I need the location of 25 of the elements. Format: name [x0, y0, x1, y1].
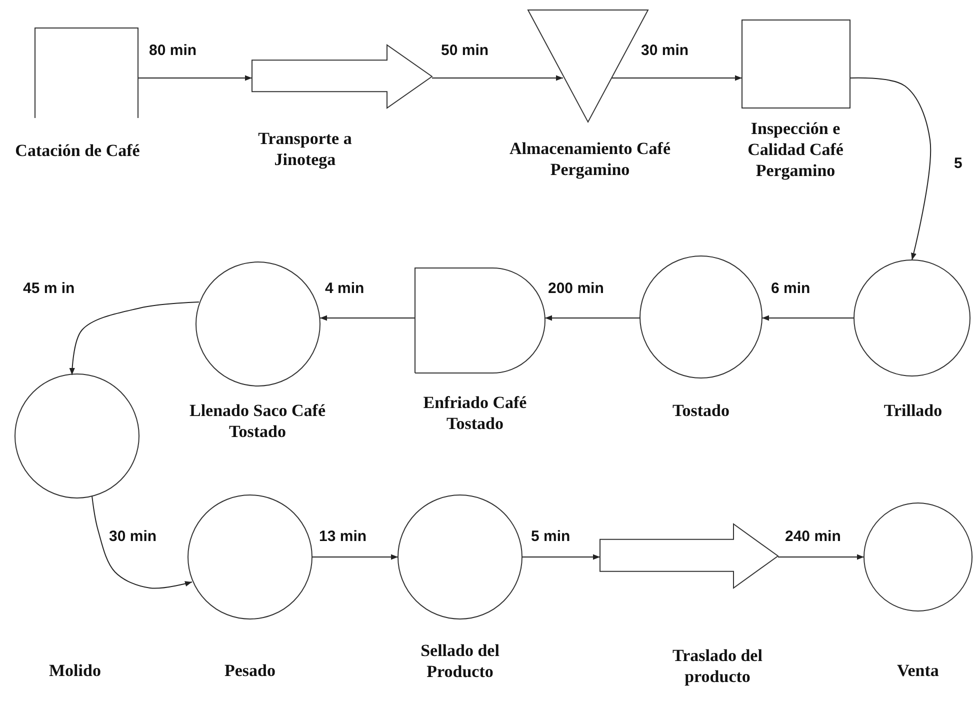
arrow [92, 496, 192, 589]
arrow [312, 554, 398, 560]
arrow [69, 302, 200, 376]
step-label: Llenado Saco Café Tostado [188, 400, 326, 442]
step-label: Sellado del Producto [420, 640, 500, 682]
step-label: Inspección e Calidad Café Pergamino [746, 118, 844, 181]
step-label: Almacenamiento Café Pergamino [508, 138, 672, 180]
step-label: Catación de Café [15, 140, 140, 161]
arrow [612, 75, 742, 81]
step-label: Enfriado Café Tostado [422, 392, 528, 434]
step-label: Tostado [671, 400, 730, 421]
step-label: Molido [48, 660, 102, 681]
arrow [522, 554, 600, 560]
arrow [778, 554, 864, 560]
arrow [432, 75, 564, 81]
step-label: Pesado [224, 660, 276, 681]
arrow [762, 315, 854, 321]
arrow [320, 315, 416, 321]
arrow [850, 77, 932, 260]
step-label: Trillado [882, 400, 944, 421]
step-label: Transporte a Jinotega [257, 128, 353, 170]
step-label: Venta [896, 660, 940, 681]
arrow [544, 315, 640, 321]
arrow [138, 75, 252, 81]
step-label: Traslado del producto [672, 645, 764, 687]
